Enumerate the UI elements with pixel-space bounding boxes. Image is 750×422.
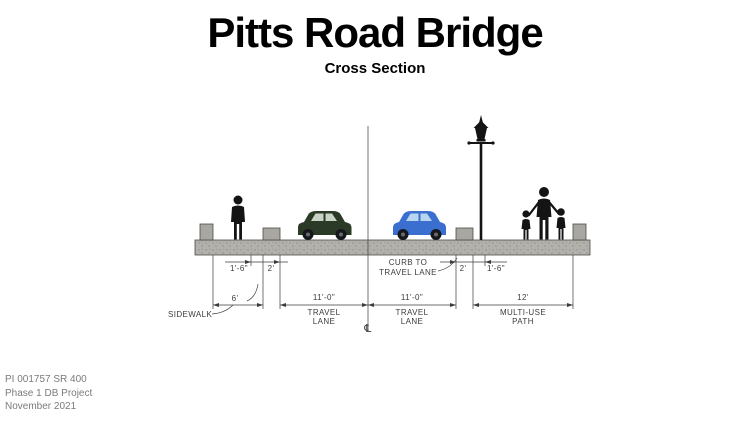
centerline-symbol: ℄ xyxy=(363,322,371,335)
pedestrian-body xyxy=(231,205,245,240)
dim-lane-left-label: 11'-0" xyxy=(313,293,335,302)
sidewalk-leader xyxy=(211,304,234,315)
car-left-hubcap xyxy=(306,232,310,237)
left-curb-barrier xyxy=(262,227,281,241)
car-right-hubcap xyxy=(434,232,438,237)
child-right-head xyxy=(557,208,565,216)
project-date: November 2021 xyxy=(5,401,77,412)
child-right-body xyxy=(556,217,566,240)
lamp-glass xyxy=(475,128,487,139)
lamp-collar xyxy=(476,139,486,142)
lane-left-label-line2: LANE xyxy=(313,317,336,326)
project-phase: Phase 1 DB Project xyxy=(5,387,93,399)
left-parapet xyxy=(199,223,214,241)
dim-sidewalk-label: 6' xyxy=(232,294,239,303)
project-id: PI 001757 SR 400 xyxy=(5,374,87,385)
car-right-hubcap xyxy=(401,232,405,237)
offset-leader xyxy=(246,283,259,302)
lane-left-label-line1: TRAVEL xyxy=(308,308,341,317)
child-left-head xyxy=(522,210,530,218)
lamp-pole xyxy=(479,144,483,240)
bridge-deck xyxy=(194,239,591,256)
slide-header: Pitts Road Bridge Cross Section xyxy=(0,9,750,77)
car-left-hubcap xyxy=(339,232,343,237)
child-left-body xyxy=(521,219,531,240)
deck-slab xyxy=(194,239,591,256)
lamp-finial xyxy=(479,115,483,123)
witness-lines xyxy=(212,255,574,309)
lamp-crossbar xyxy=(469,142,493,144)
right-curb-barrier xyxy=(455,227,474,241)
dim-path-label: 12' xyxy=(517,293,529,302)
curb-to-label-line1: CURB TO xyxy=(389,258,428,267)
lane-right-label-line1: TRAVEL xyxy=(396,308,429,317)
dim-right-curb-label: 2' xyxy=(460,264,467,273)
car-left xyxy=(298,211,352,240)
dim-left-offset-label: 1'-6" xyxy=(230,264,248,273)
project-info: PI 001757 SR 400 Phase 1 DB Project Nove… xyxy=(5,373,92,414)
adult-body xyxy=(536,198,552,240)
lamp-crossbar-ball xyxy=(491,141,495,145)
car-left-windows xyxy=(311,213,337,221)
right-parapet xyxy=(572,223,587,241)
lane-right-label-line2: LANE xyxy=(401,317,424,326)
barriers xyxy=(199,223,587,241)
path-label-line2: PATH xyxy=(512,317,534,326)
car-right-windows xyxy=(406,213,432,221)
path-label-line1: MULTI-USE xyxy=(500,308,546,317)
page-subtitle: Cross Section xyxy=(324,60,426,77)
dimension-arrows xyxy=(213,260,573,307)
cross-section-diagram: 1'-6" 2' CURB TO TRAVEL LANE 2' 1'-6" 6'… xyxy=(168,115,591,335)
lamp-crossbar-ball xyxy=(467,141,471,145)
dim-left-curb-label: 2' xyxy=(268,264,275,273)
adult-head xyxy=(539,187,549,197)
pedestrian-head xyxy=(233,195,243,205)
street-lamp-icon xyxy=(467,115,495,240)
page-title: Pitts Road Bridge xyxy=(207,9,543,56)
dim-lane-right-label: 11'-0" xyxy=(401,293,423,302)
car-right-body xyxy=(393,211,446,235)
car-left-body xyxy=(298,211,352,235)
car-right xyxy=(393,211,446,240)
pedestrian-silhouette xyxy=(231,195,245,240)
lamp-cap xyxy=(473,120,489,128)
sidewalk-label: SIDEWALK xyxy=(168,310,213,319)
curb-to-leader xyxy=(437,257,458,272)
dimension-labels: 1'-6" 2' CURB TO TRAVEL LANE 2' 1'-6" 6'… xyxy=(168,258,546,335)
dim-right-offset-label: 1'-6" xyxy=(487,264,505,273)
curb-to-label-line2: TRAVEL LANE xyxy=(379,268,437,277)
family-silhouette xyxy=(521,187,566,240)
